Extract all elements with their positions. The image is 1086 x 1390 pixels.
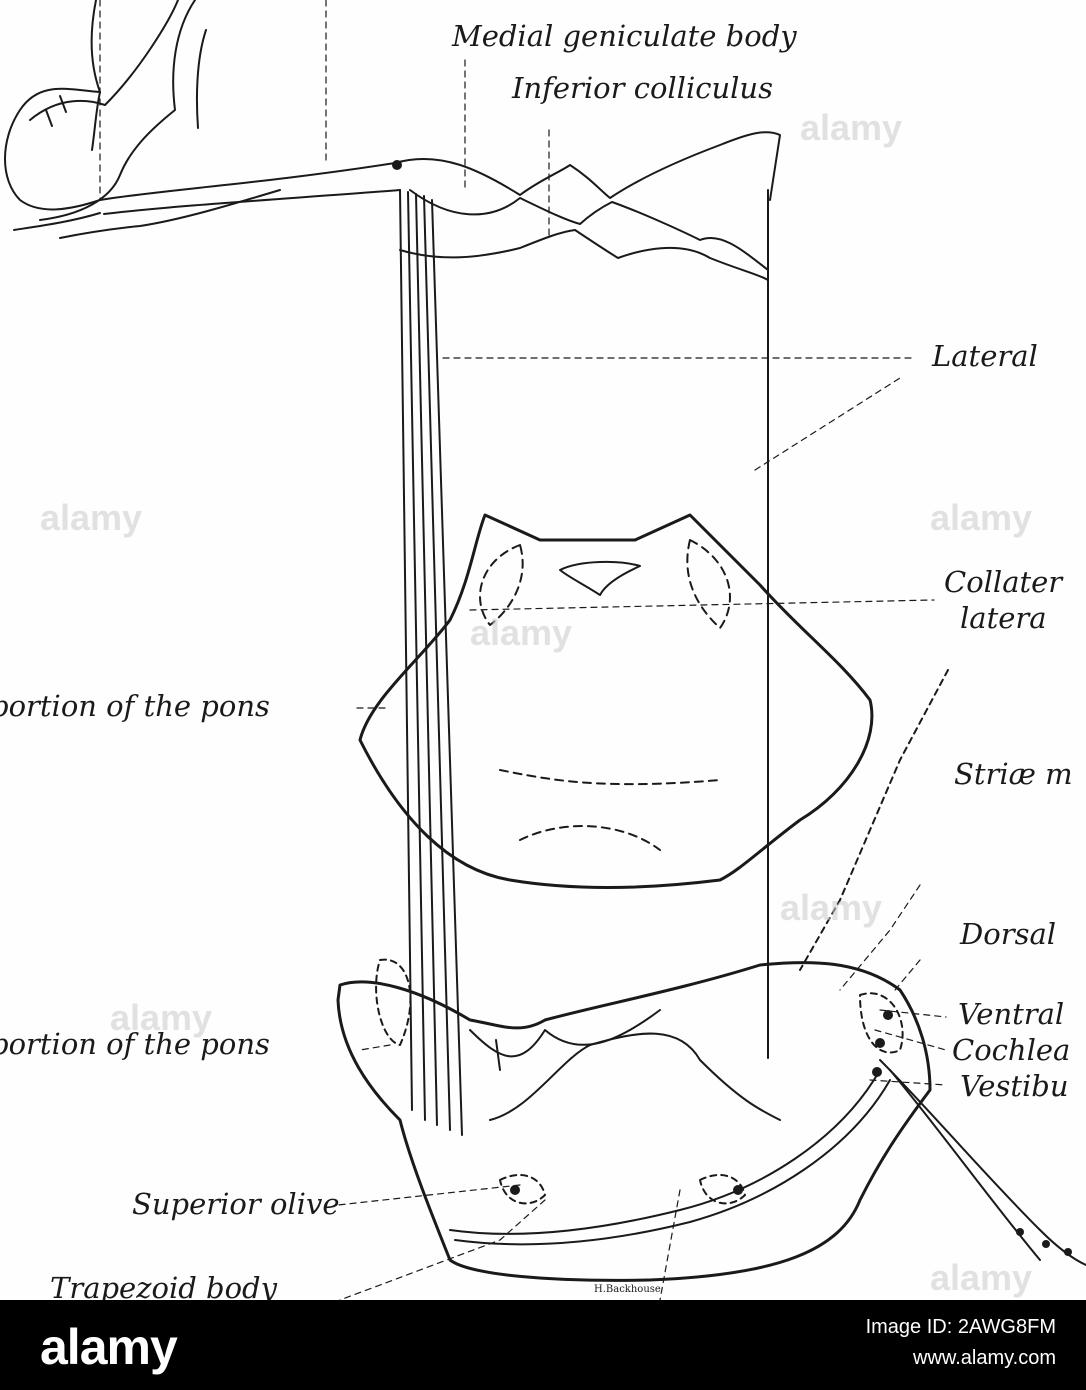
cell-body — [883, 1010, 893, 1020]
cell-body — [875, 1038, 885, 1048]
trapezoid-fibers-2 — [454, 1079, 891, 1246]
footer-bar: alamy Image ID: 2AWG8FM www.alamy.com — [0, 1300, 1086, 1390]
label-striae: Striæ m — [954, 757, 1073, 791]
watermark: alamy — [930, 497, 1033, 538]
label-cochlea: Cochlea — [952, 1033, 1071, 1067]
cortex-gyrus-3 — [195, 29, 207, 129]
striae-line — [799, 669, 949, 971]
label-superior-olive: Superior olive — [132, 1187, 340, 1221]
midbrain-top — [394, 131, 781, 201]
label-portion-pons-upper: portion of the pons — [0, 689, 270, 723]
cortex-gyrus-2 — [39, 0, 196, 221]
medulla-dashed-oval-left — [375, 958, 412, 1046]
label-lateral: Lateral — [932, 339, 1038, 373]
cortex-gyrus — [4, 0, 101, 211]
watermark: alamy — [110, 997, 213, 1038]
label-trapezoid: Trapezoid body — [50, 1271, 277, 1305]
auditory-pathway-diagram: alamy alamy alamy alamy alamy alamy alam… — [0, 0, 1086, 1305]
midbrain-lower — [409, 189, 769, 271]
label-signature: H.Backhouse — [594, 1284, 661, 1295]
pons-upper-inner-2 — [479, 544, 524, 626]
medulla-inner-lip — [469, 1009, 661, 1058]
trapezoid-fibers — [449, 1069, 881, 1235]
lemniscus-fiber-2 — [407, 191, 426, 1121]
auditory-radiation-lower — [103, 189, 401, 215]
cell-body — [872, 1067, 882, 1077]
label-dorsal: Dorsal — [960, 917, 1057, 951]
cortex-gyrus-5 — [13, 212, 101, 231]
vestibular-nerve — [889, 1069, 1041, 1261]
image-id: Image ID: 2AWG8FM — [865, 1316, 1056, 1338]
watermark: alamy — [800, 107, 903, 148]
lemniscus-fiber-1 — [399, 189, 413, 1111]
cell-body — [510, 1185, 520, 1195]
medulla-dashed-oval-right — [859, 992, 904, 1054]
superior-olive-right — [699, 1174, 746, 1205]
label-portion-pons-lower: portion of the pons — [0, 1027, 270, 1061]
leader-lines — [99, 0, 947, 1300]
pons-upper-inner-4 — [499, 769, 721, 786]
watermark: alamy — [40, 497, 143, 538]
cell-body — [733, 1185, 743, 1195]
site-url[interactable]: www.alamy.com — [913, 1347, 1056, 1369]
label-medial-geniculate: Medial geniculate body — [452, 19, 797, 53]
midbrain-bottom — [399, 229, 769, 281]
medulla-tegmentum — [489, 1032, 781, 1121]
cell-body — [392, 160, 402, 170]
cell-body — [1042, 1240, 1050, 1248]
pons-upper-inner-5 — [519, 825, 661, 851]
diagram-drawing — [4, 0, 1086, 1300]
label-ventral: Ventral — [958, 997, 1065, 1031]
medulla-outline — [336, 961, 932, 1282]
cell-body — [1064, 1248, 1072, 1256]
watermark: alamy — [930, 1257, 1033, 1298]
brainstem-left-outline — [495, 1039, 501, 1071]
cortex-gyrus-inner — [29, 0, 179, 121]
brand-logo: alamy — [40, 1319, 178, 1375]
pons-upper-inner-3 — [686, 539, 731, 629]
lemniscus-fiber-5 — [431, 199, 463, 1136]
watermark: alamy — [470, 612, 573, 653]
image-info: Image ID: 2AWG8FM www.alamy.com — [866, 1316, 1056, 1370]
pons-upper-outline — [358, 513, 874, 889]
nucleus-cells — [392, 160, 1072, 1256]
lemniscus-fiber-4 — [423, 195, 451, 1131]
auditory-radiation — [99, 162, 396, 201]
label-collateral: Collater — [944, 565, 1063, 599]
label-latera: latera — [960, 601, 1047, 635]
lemniscus-fiber-3 — [415, 193, 438, 1126]
cell-body — [1016, 1228, 1024, 1236]
label-inferior-colliculus: Inferior colliculus — [512, 71, 773, 105]
superior-olive-left — [499, 1174, 546, 1205]
label-vestibu: Vestibu — [960, 1069, 1069, 1103]
watermark: alamy — [780, 887, 883, 928]
radiation-fibers — [45, 91, 101, 151]
pons-upper-inner-1 — [559, 560, 641, 596]
